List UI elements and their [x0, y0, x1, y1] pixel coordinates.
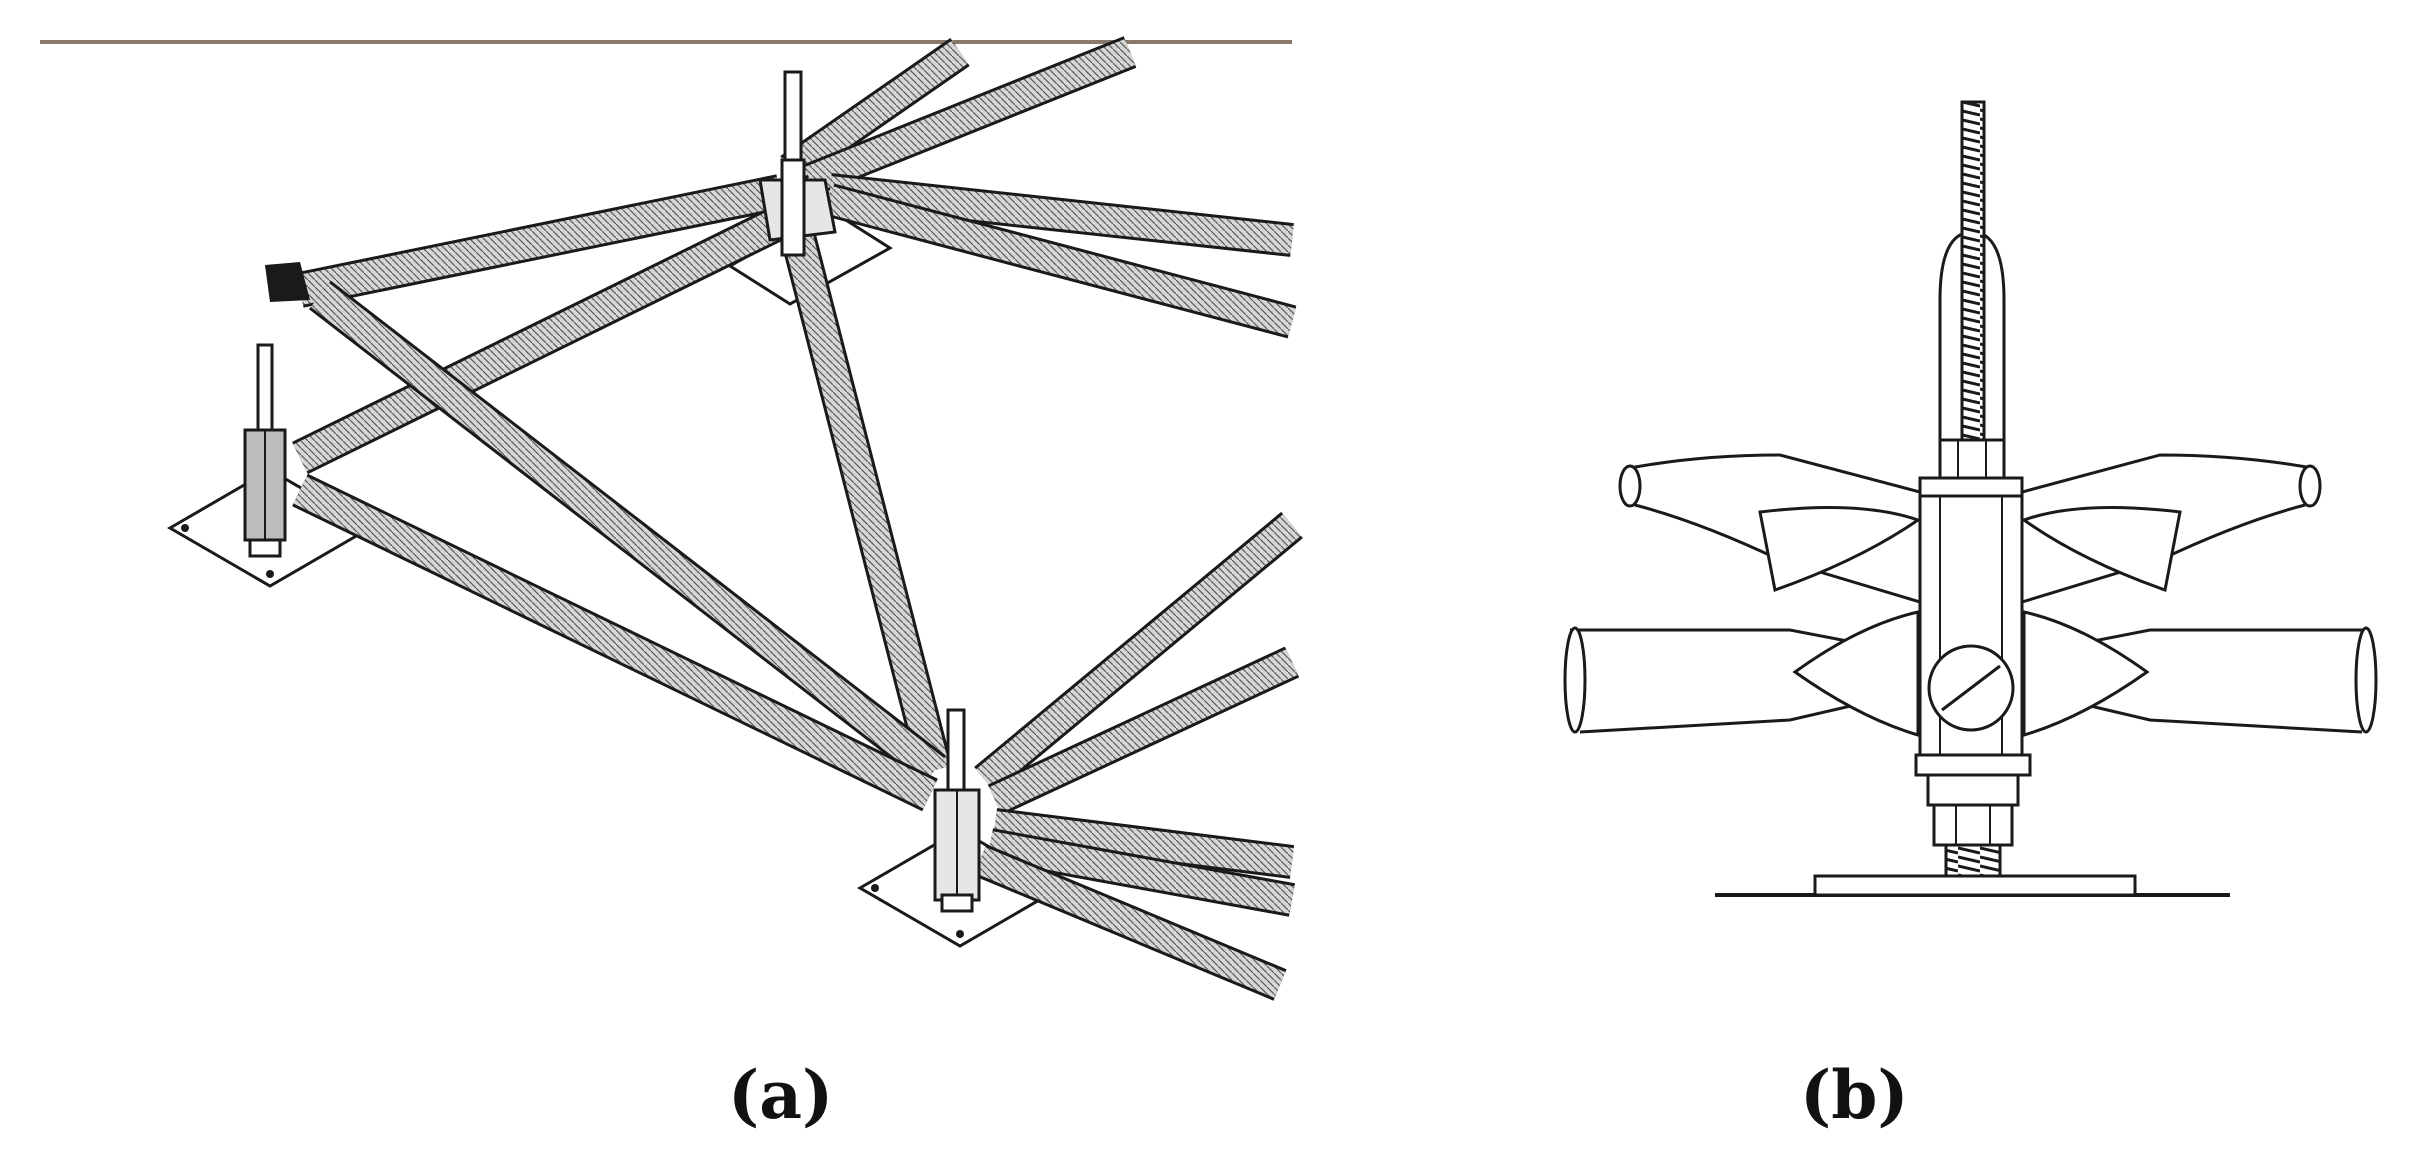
support-node-top — [758, 70, 837, 257]
plate-bolt-hole — [266, 570, 274, 578]
truss-structure-drawing — [40, 36, 1303, 1001]
support-node-left — [243, 343, 287, 558]
corner-bracket — [265, 262, 310, 302]
panel-a-label: (a) — [728, 1056, 834, 1134]
plate-bolt-hole — [956, 930, 964, 938]
support-node-bottom — [933, 708, 981, 913]
plate-bolt-hole — [181, 524, 189, 532]
support-joint-drawing — [1563, 100, 2378, 897]
plate-bolt-hole — [871, 884, 879, 892]
panel-b-label: (b) — [1800, 1056, 1909, 1134]
base-plate — [1813, 874, 2137, 897]
threaded-rod — [1960, 100, 1986, 442]
